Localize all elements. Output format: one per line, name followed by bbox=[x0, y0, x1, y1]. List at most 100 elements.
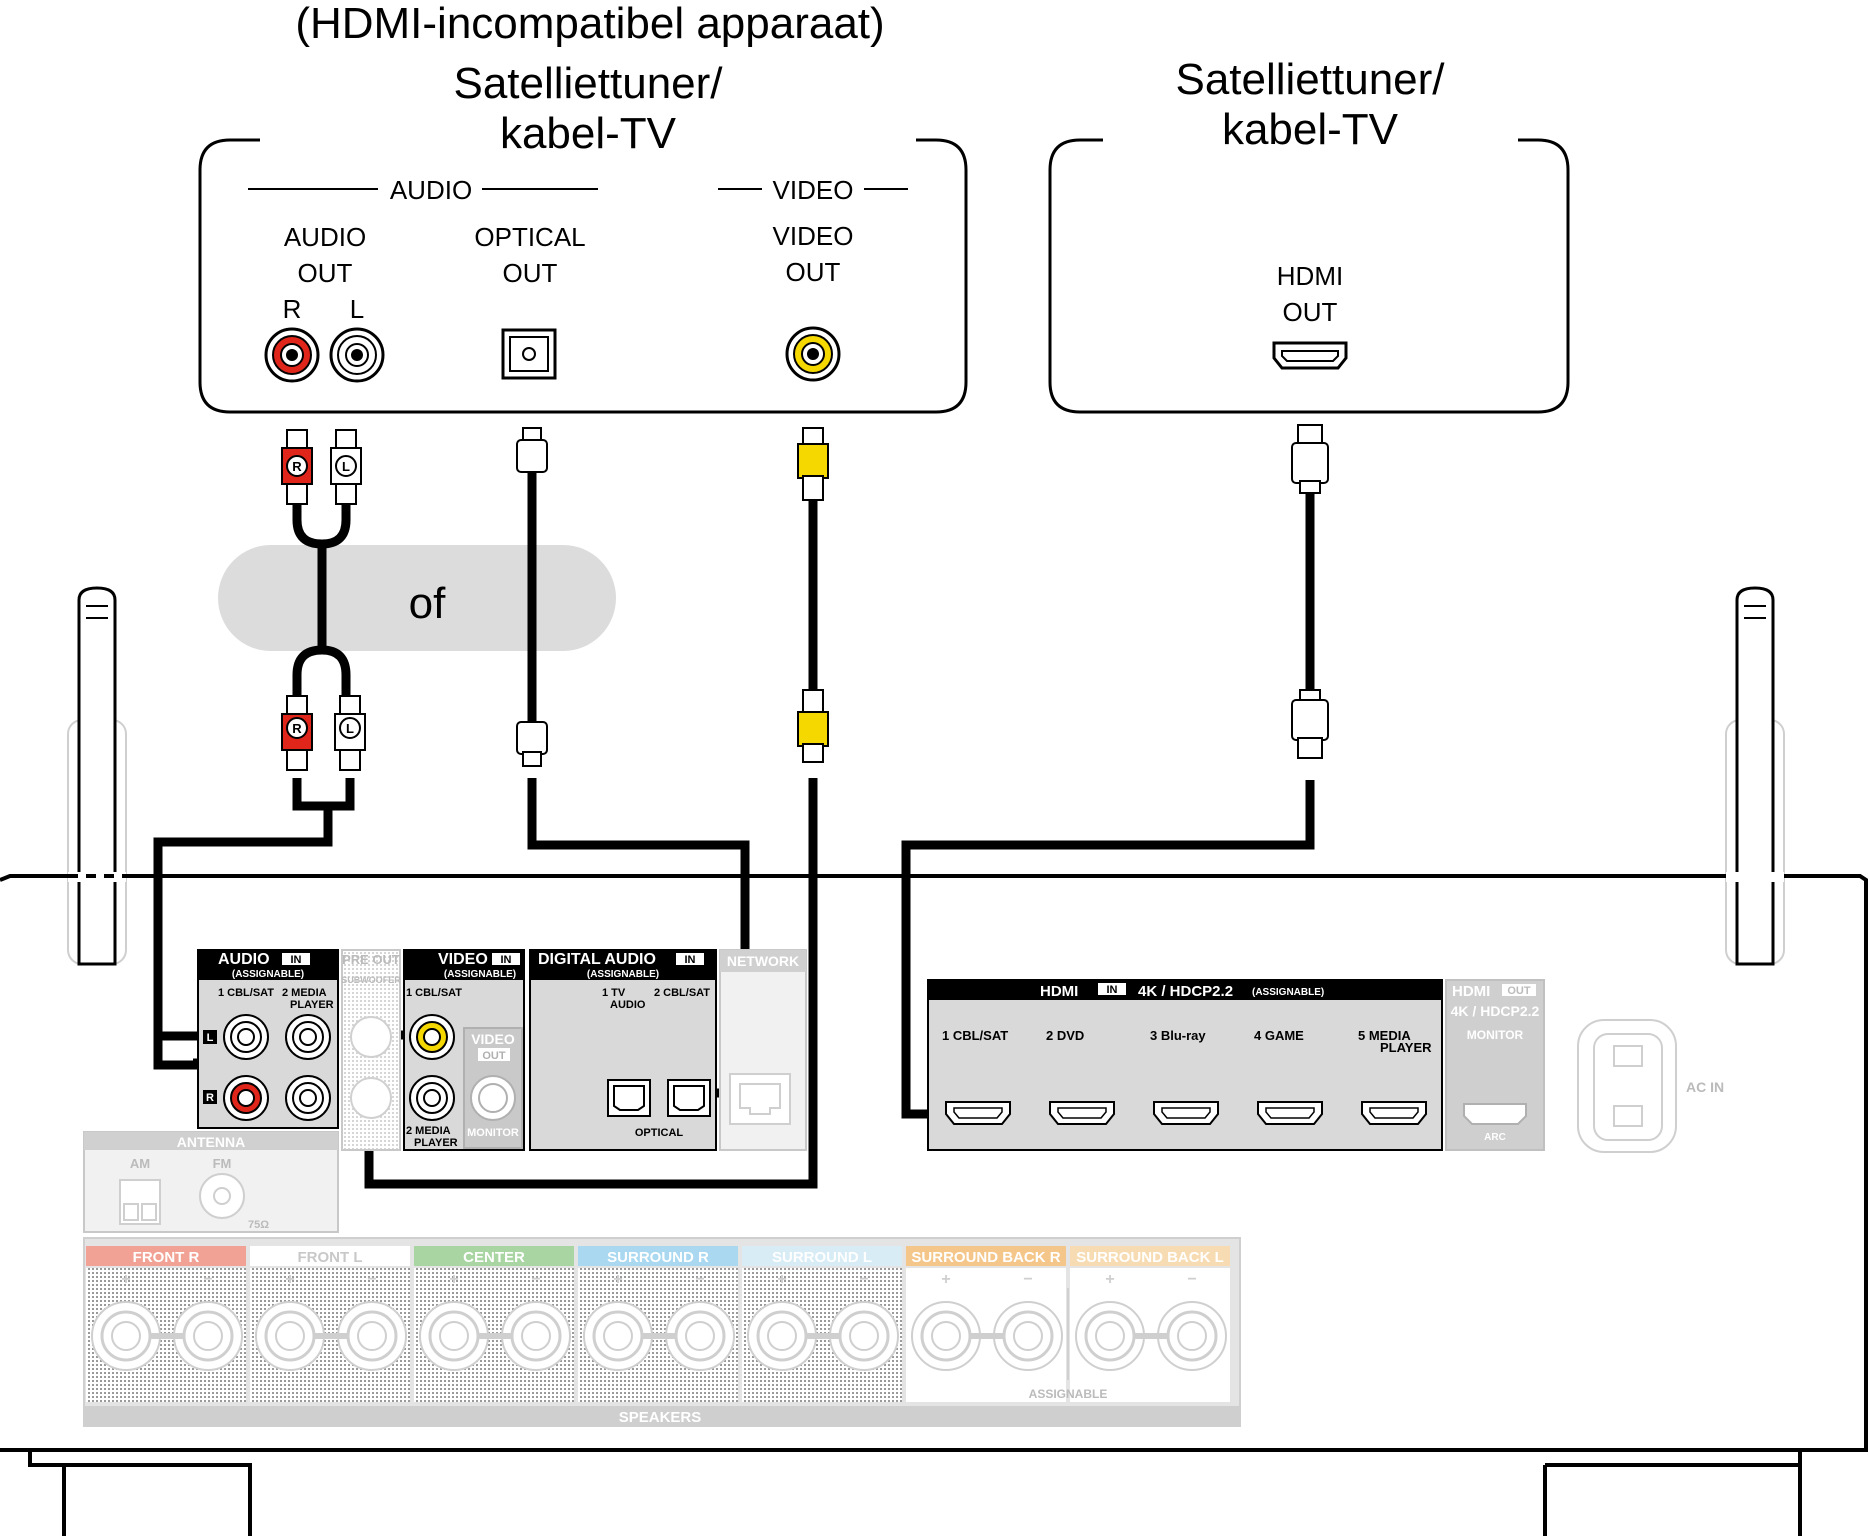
svg-text:2 MEDIA: 2 MEDIA bbox=[282, 987, 327, 999]
power-socket-icon bbox=[1577, 1019, 1677, 1153]
antenna-icon bbox=[1725, 586, 1785, 966]
right-device-title-1: Satelliettuner/ bbox=[1175, 55, 1445, 104]
plus-sign: + bbox=[121, 1271, 130, 1288]
plus-sign: + bbox=[941, 1271, 950, 1288]
rca-jack-icon bbox=[409, 1075, 455, 1121]
speaker-terminal-icon bbox=[911, 1301, 981, 1371]
speaker-terminal-icon bbox=[337, 1301, 407, 1371]
hdmi-out-label-2: OUT bbox=[1283, 297, 1338, 327]
svg-text:1 CBL/SAT: 1 CBL/SAT bbox=[406, 987, 462, 999]
speaker-terminal-icon bbox=[1075, 1301, 1145, 1371]
speaker-group-label: SURROUND R bbox=[607, 1249, 709, 1266]
hdmi-input-label: 1 CBL/SAT bbox=[942, 1028, 1008, 1043]
speaker-terminal-icon bbox=[501, 1301, 571, 1371]
audio-out-label-1: AUDIO bbox=[284, 222, 366, 252]
minus-sign: − bbox=[531, 1271, 540, 1288]
network-panel: NETWORK bbox=[719, 949, 807, 1151]
svg-text:SPEAKERS: SPEAKERS bbox=[619, 1409, 702, 1426]
plus-sign: + bbox=[449, 1271, 458, 1288]
svg-text:IN: IN bbox=[1107, 984, 1118, 996]
svg-text:1 TV: 1 TV bbox=[602, 987, 626, 999]
audio-out-label-2: OUT bbox=[298, 258, 353, 288]
svg-text:2 CBL/SAT: 2 CBL/SAT bbox=[654, 987, 710, 999]
speaker-terminal-icon bbox=[91, 1301, 161, 1371]
plus-sign: + bbox=[1105, 1271, 1114, 1288]
svg-text:2 MEDIA: 2 MEDIA bbox=[406, 1125, 451, 1137]
svg-text:OUT: OUT bbox=[482, 1050, 506, 1062]
speaker-terminal-icon bbox=[255, 1301, 325, 1371]
svg-text:(ASSIGNABLE): (ASSIGNABLE) bbox=[587, 969, 659, 980]
alternative-label: of bbox=[409, 579, 446, 628]
optical-out-label-1: OPTICAL bbox=[474, 222, 585, 252]
speaker-group-1: FRONT R+− bbox=[86, 1246, 246, 1402]
video-out-label-2: OUT bbox=[786, 257, 841, 287]
svg-text:MONITOR: MONITOR bbox=[1467, 1028, 1524, 1042]
svg-text:IN: IN bbox=[501, 954, 512, 966]
speaker-terminal-icon bbox=[747, 1301, 817, 1371]
right-device-title-2: kabel-TV bbox=[1222, 105, 1399, 154]
antenna-icon bbox=[67, 586, 127, 966]
speaker-group-label: SURROUND BACK L bbox=[1076, 1249, 1224, 1266]
video-in-panel: VIDEO IN (ASSIGNABLE) 1 CBL/SAT 2 MEDIA … bbox=[403, 949, 525, 1151]
svg-text:(ASSIGNABLE): (ASSIGNABLE) bbox=[444, 969, 516, 980]
antenna-panel: ANTENNA AM FM 75Ω bbox=[83, 1131, 339, 1233]
hdmi-in-panel: HDMI IN 4K / HDCP2.2 (ASSIGNABLE) 1 CBL/… bbox=[927, 979, 1443, 1151]
minus-sign: − bbox=[859, 1271, 868, 1288]
speaker-group-label: FRONT L bbox=[298, 1249, 363, 1266]
speaker-group-label: SURROUND BACK R bbox=[911, 1249, 1060, 1266]
speaker-group-label: SURROUND L bbox=[772, 1249, 872, 1266]
minus-sign: − bbox=[1023, 1271, 1032, 1288]
svg-text:L: L bbox=[207, 1032, 214, 1044]
svg-text:R: R bbox=[292, 721, 302, 736]
hdmi-input-4: 4 GAME bbox=[1254, 1028, 1323, 1125]
rca-plug-icon: L bbox=[330, 429, 362, 505]
svg-text:(ASSIGNABLE): (ASSIGNABLE) bbox=[232, 969, 304, 980]
speaker-terminals: FRONT R+−FRONT L+−CENTER+−SURROUND R+−SU… bbox=[83, 1237, 1241, 1427]
left-device-note: (HDMI-incompatibel apparaat) bbox=[295, 0, 884, 48]
svg-text:4K / HDCP2.2: 4K / HDCP2.2 bbox=[1138, 983, 1233, 1000]
hdmi-input-label-2: PLAYER bbox=[1380, 1040, 1432, 1055]
svg-text:ARC: ARC bbox=[1484, 1132, 1506, 1143]
speaker-group-label: CENTER bbox=[463, 1249, 525, 1266]
rca-jack-icon bbox=[329, 327, 385, 383]
right-source-device: HDMI OUT bbox=[1048, 138, 1570, 414]
minus-sign: − bbox=[695, 1271, 704, 1288]
hdmi-plug-icon bbox=[1291, 424, 1329, 494]
svg-text:PLAYER: PLAYER bbox=[414, 1137, 458, 1149]
svg-text:MONITOR: MONITOR bbox=[467, 1127, 519, 1139]
left-source-device: AUDIO VIDEO AUDIO OUT R L OPTICAL OUT VI… bbox=[198, 138, 968, 414]
rca-plug-icon: L bbox=[334, 695, 366, 771]
hdmi-out-panel: HDMI OUT 4K / HDCP2.2 MONITOR ARC bbox=[1445, 979, 1545, 1151]
hdmi-input-label: 5 MEDIA bbox=[1358, 1028, 1411, 1043]
hdmi-out-label-1: HDMI bbox=[1277, 261, 1343, 291]
svg-text:75Ω: 75Ω bbox=[248, 1219, 269, 1231]
svg-text:(ASSIGNABLE): (ASSIGNABLE) bbox=[1252, 987, 1324, 998]
svg-text:ANTENNA: ANTENNA bbox=[177, 1134, 245, 1150]
rca-jack-icon bbox=[264, 327, 320, 383]
optical-plug-icon bbox=[516, 721, 548, 767]
svg-text:R: R bbox=[206, 1092, 214, 1104]
svg-text:R: R bbox=[292, 459, 302, 474]
speaker-group-4: SURROUND R+− bbox=[578, 1246, 738, 1402]
optical-jack-icon bbox=[501, 328, 557, 380]
hdmi-input-2: 2 DVD bbox=[1046, 1028, 1115, 1125]
plus-sign: + bbox=[285, 1271, 294, 1288]
svg-text:DIGITAL AUDIO: DIGITAL AUDIO bbox=[538, 951, 656, 968]
digital-audio-in-panel: DIGITAL AUDIO IN (ASSIGNABLE) 1 TV AUDIO… bbox=[529, 949, 717, 1151]
rca-plug-icon: R bbox=[281, 429, 313, 505]
hdmi-input-1: 1 CBL/SAT bbox=[942, 1028, 1011, 1125]
svg-text:PLAYER: PLAYER bbox=[290, 999, 334, 1011]
rca-plug-icon bbox=[797, 427, 829, 501]
rca-plug-icon bbox=[797, 689, 829, 763]
pre-out-panel: PRE OUT SUBWOOFER bbox=[341, 949, 401, 1151]
svg-text:AM: AM bbox=[130, 1156, 150, 1171]
speaker-terminal-icon bbox=[829, 1301, 899, 1371]
svg-text:VIDEO: VIDEO bbox=[438, 951, 488, 968]
optical-plug-icon bbox=[516, 427, 548, 473]
audio-in-panel: AUDIO IN (ASSIGNABLE) 1 CBL/SAT 2 MEDIA … bbox=[197, 949, 339, 1129]
left-device-title-2: kabel-TV bbox=[500, 109, 677, 158]
ac-in-label: AC IN bbox=[1686, 1079, 1724, 1095]
